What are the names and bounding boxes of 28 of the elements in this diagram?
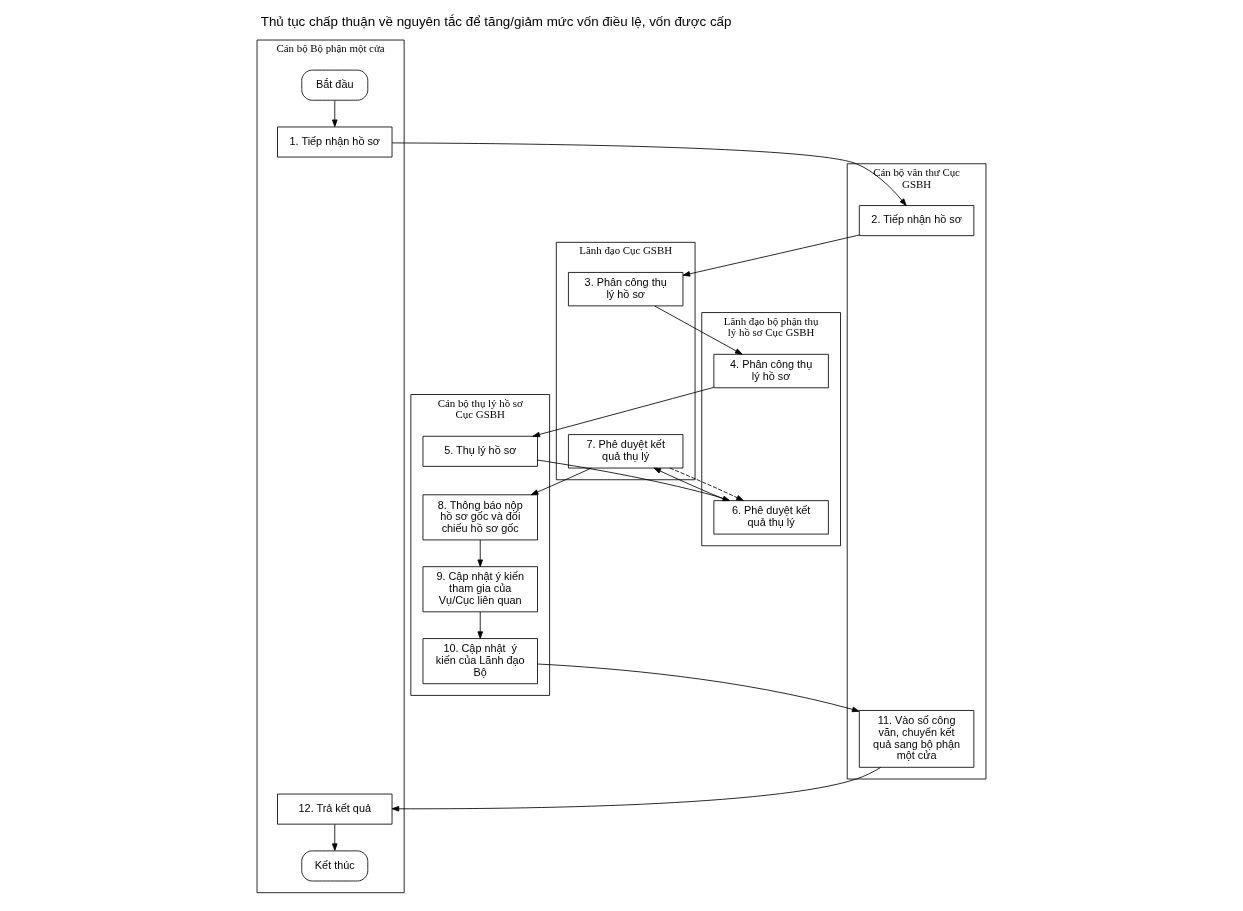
node-box: 7. Phê duyệt kết quả thụ lý bbox=[568, 434, 684, 469]
arrow bbox=[530, 467, 592, 496]
arrow bbox=[682, 234, 860, 277]
node-box: 8. Thông báo nộp hồ sơ gốc và đối chiếu hồ sơ gốc bbox=[422, 494, 538, 541]
arrow bbox=[537, 663, 860, 713]
node-box: Kết thúc bbox=[301, 850, 369, 882]
arrow bbox=[332, 824, 338, 851]
node-box: Bắt đầu bbox=[301, 69, 369, 101]
diagram-title: Thủ tục chấp thuận về nguyên tắc để tăng/giảm mức vốn điều lệ, vốn được cấp bbox=[260, 13, 732, 29]
node-box: 3. Phân công thụ lý hồ sơ bbox=[568, 272, 684, 307]
arrow bbox=[391, 767, 881, 812]
node-box: 1. Tiếp nhận hồ sơ bbox=[277, 126, 393, 158]
node-box: 6. Phê duyệt kết quả thụ lý bbox=[713, 500, 829, 535]
node-box: 5. Thụ lý hồ sơ bbox=[422, 435, 538, 467]
arrow bbox=[537, 459, 731, 502]
node-box: 11. Vào số công văn, chuyển kết quả sang bộ phận một cửa bbox=[858, 710, 975, 768]
node-box: 2. Tiếp nhận hồ sơ bbox=[858, 205, 975, 237]
arrow bbox=[654, 305, 743, 355]
arrow bbox=[477, 611, 483, 639]
node-box: 4. Phân công thụ lý hồ sơ bbox=[713, 353, 829, 389]
node-box: 10. Cập nhật ý kiến của Lãnh đạo Bộ bbox=[422, 638, 538, 685]
arrow bbox=[332, 100, 338, 127]
node-box: 12. Trả kết quả bbox=[277, 793, 393, 825]
node-box: 9. Cập nhật ý kiến tham gia của Vụ/Cục liên quan bbox=[422, 566, 538, 613]
arrow bbox=[391, 142, 907, 206]
arrow bbox=[669, 467, 744, 501]
arrow bbox=[477, 539, 483, 567]
arrow bbox=[532, 387, 715, 438]
